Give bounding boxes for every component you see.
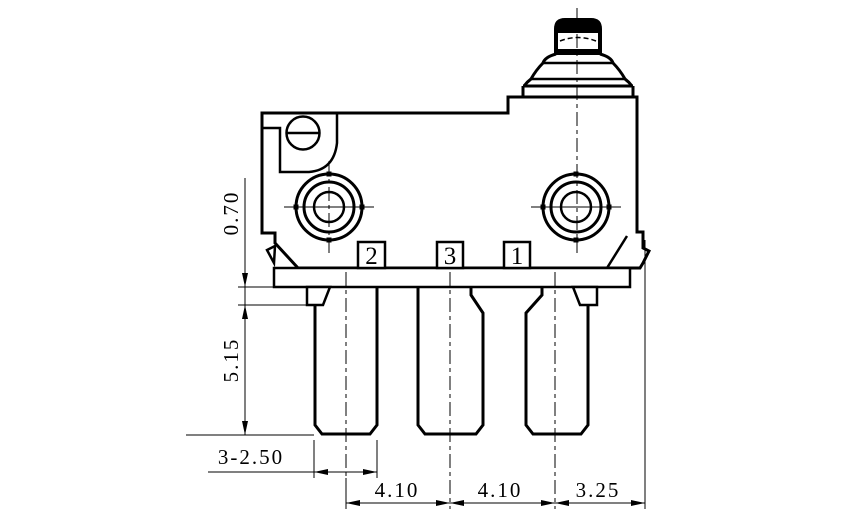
extension-lines <box>186 240 646 509</box>
screw-pocket-corner <box>262 113 339 174</box>
mounting-hole-right <box>531 171 621 243</box>
terminal-pin-3 <box>416 287 485 436</box>
standoff-right <box>571 285 599 307</box>
terminal-pin-1 <box>524 287 590 436</box>
mounting-hole-left <box>284 161 374 253</box>
dim-0-70: 0.70 <box>219 191 243 236</box>
terminal-number-boxes: 2 3 1 <box>356 240 532 270</box>
plunger <box>521 18 635 97</box>
terminal-2-label: 2 <box>365 243 378 270</box>
label-box-3 <box>435 240 465 270</box>
standoff-left <box>305 285 332 307</box>
base-flange <box>272 266 632 289</box>
terminal-3-label: 3 <box>444 243 457 270</box>
plunger-cap-top-fill <box>556 20 600 33</box>
switch-body <box>260 95 652 270</box>
screw-head <box>285 115 321 151</box>
terminal-1-label: 1 <box>511 243 524 270</box>
body-outline <box>260 95 652 270</box>
dimension-labels: 0.70 5.15 3-2.50 4.10 4.10 3.25 <box>218 191 621 502</box>
dimension-lines <box>242 178 645 506</box>
left-latch-barb <box>265 243 277 268</box>
dim-5-15: 5.15 <box>219 338 243 383</box>
plunger-cap-band <box>554 49 602 55</box>
body-right-slant-edge <box>605 235 629 269</box>
label-box-1 <box>502 240 532 270</box>
label-box-2 <box>356 240 387 270</box>
terminals <box>313 287 590 436</box>
centerlines <box>345 8 578 509</box>
dim-4-10-right: 4.10 <box>478 478 523 502</box>
dim-4-10-left: 4.10 <box>375 478 420 502</box>
plunger-boot <box>522 52 634 87</box>
plunger-hidden-line <box>559 36 597 42</box>
dim-3-25: 3.25 <box>576 478 621 502</box>
dim-3-2-50: 3-2.50 <box>218 445 284 469</box>
plunger-step <box>521 84 635 97</box>
